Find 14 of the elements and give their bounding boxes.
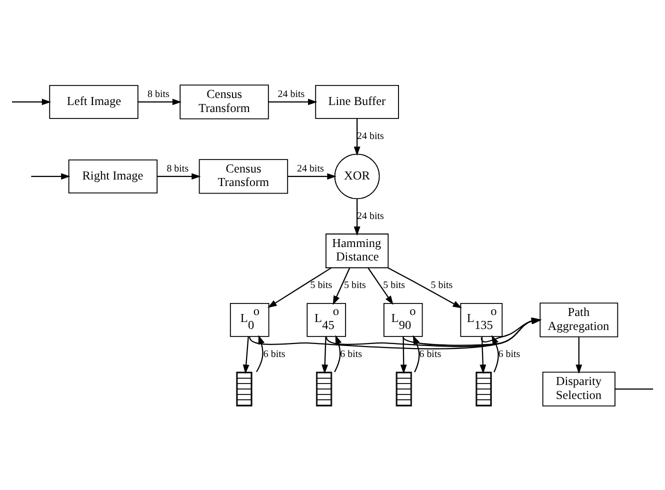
edge-label: 24 bits <box>357 210 384 222</box>
edge-label: 6 bits <box>419 348 442 360</box>
edge-label: 8 bits <box>148 88 170 100</box>
edge-label: 24 bits <box>278 88 305 100</box>
edge-label: 6 bits <box>498 348 520 360</box>
edge-label: 24 bits <box>297 162 324 174</box>
edge-label: 8 bits <box>166 162 189 174</box>
edge-label: 5 bits <box>430 280 453 291</box>
edge-label: 24 bits <box>357 130 384 142</box>
edge-label: 5 bits <box>383 280 406 291</box>
edge-label: 5 bits <box>310 280 332 291</box>
edge-label: 5 bits <box>344 280 366 291</box>
edge-label: 6 bits <box>340 348 362 360</box>
edge-label: 6 bits <box>263 348 286 360</box>
